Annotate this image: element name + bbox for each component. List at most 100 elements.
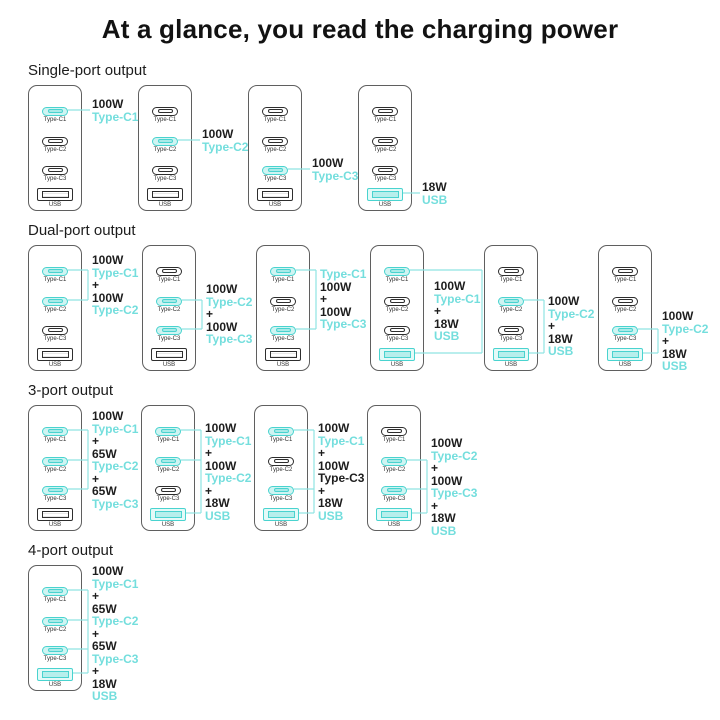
power-label-line: 65W bbox=[92, 446, 117, 461]
type-c3-port: Type-C3 bbox=[359, 165, 411, 182]
port-pin bbox=[386, 488, 402, 492]
type-c3-port: Type-C3 bbox=[255, 485, 307, 502]
power-label-line: + bbox=[92, 434, 100, 448]
port-pin bbox=[160, 488, 176, 492]
type-c2-port: Type-C2 bbox=[359, 136, 411, 153]
port-name: Type-C1 bbox=[382, 437, 406, 443]
power-label-line: + bbox=[431, 461, 439, 475]
port-name: Type-C3 bbox=[156, 496, 180, 502]
type-c2-port: Type-C2 bbox=[371, 296, 423, 313]
type-c3-port: Type-C3 bbox=[142, 485, 194, 502]
usb-a-port: USB bbox=[29, 187, 81, 208]
power-label-line: Type-C1 bbox=[92, 265, 139, 280]
type-c-shape bbox=[262, 165, 288, 175]
port-pin bbox=[41, 510, 69, 518]
usb-a-port: USB bbox=[249, 187, 301, 208]
type-c-shape bbox=[262, 136, 288, 146]
type-c-shape bbox=[268, 456, 294, 466]
port-pin bbox=[377, 139, 393, 143]
port-name: USB bbox=[48, 522, 62, 528]
port-pin bbox=[47, 139, 63, 143]
port-name: Type-C1 bbox=[43, 437, 67, 443]
power-label-line: Type-C2 bbox=[92, 459, 139, 473]
port-pin bbox=[151, 190, 179, 198]
power-label-line: + bbox=[318, 483, 326, 498]
type-c-shape bbox=[155, 456, 181, 466]
usb-a-port: USB bbox=[371, 347, 423, 368]
type-c-shape bbox=[152, 136, 178, 146]
port-name: Type-C3 bbox=[43, 656, 67, 662]
usb-a-port: USB bbox=[142, 507, 194, 528]
power-label-line: 18W bbox=[318, 496, 343, 510]
port-name: Type-C2 bbox=[373, 147, 397, 153]
port-name: Type-C3 bbox=[157, 336, 181, 342]
power-label-line: 18W bbox=[422, 180, 447, 194]
port-name: Type-C1 bbox=[613, 277, 637, 283]
usb-a-shape bbox=[607, 347, 643, 361]
port-pin bbox=[267, 168, 283, 172]
power-label-line: + bbox=[548, 319, 556, 333]
power-label-line: 65W bbox=[92, 639, 117, 653]
type-c-shape bbox=[270, 296, 296, 306]
type-c3-port: Type-C3 bbox=[29, 485, 81, 502]
power-label-line: USB bbox=[662, 359, 688, 373]
port-name: USB bbox=[48, 682, 62, 688]
power-label-line: 100W bbox=[92, 290, 124, 305]
power-label-line: + bbox=[92, 278, 100, 292]
type-c1-port: Type-C1 bbox=[599, 266, 651, 283]
type-c-shape bbox=[372, 106, 398, 116]
type-c-shape bbox=[155, 426, 181, 436]
power-label-line: Type-C3 bbox=[318, 471, 365, 485]
port-name: Type-C3 bbox=[43, 496, 67, 502]
port-name: Type-C2 bbox=[613, 307, 637, 313]
port-pin bbox=[161, 269, 177, 273]
power-label-line: 100W bbox=[92, 409, 124, 423]
port-pin bbox=[47, 619, 63, 623]
type-c-shape bbox=[156, 266, 182, 276]
usb-a-port: USB bbox=[29, 347, 81, 368]
usb-a-port: USB bbox=[139, 187, 191, 208]
port-pin bbox=[617, 269, 633, 273]
port-pin bbox=[389, 299, 405, 303]
power-label-line: + bbox=[92, 626, 100, 641]
power-label-line: + bbox=[320, 292, 328, 306]
power-label-line: 18W bbox=[92, 676, 117, 691]
port-name: Type-C1 bbox=[499, 277, 523, 283]
port-pin bbox=[157, 168, 173, 172]
type-c1-port: Type-C1 bbox=[142, 426, 194, 443]
port-name: Type-C3 bbox=[385, 336, 409, 342]
usb-a-shape bbox=[151, 347, 187, 361]
port-pin bbox=[273, 429, 289, 433]
power-label-line: 100W bbox=[92, 253, 124, 267]
type-c2-port: Type-C2 bbox=[255, 456, 307, 473]
type-c-shape bbox=[42, 296, 68, 306]
port-pin bbox=[47, 328, 63, 332]
power-label-line: 65W bbox=[92, 601, 117, 616]
type-c1-port: Type-C1 bbox=[249, 106, 301, 123]
power-label-line: 100W bbox=[205, 421, 237, 435]
power-label-line: USB bbox=[431, 523, 457, 538]
port-name: USB bbox=[504, 362, 518, 368]
type-c3-port: Type-C3 bbox=[139, 165, 191, 182]
port-pin bbox=[497, 350, 525, 358]
type-c-shape bbox=[270, 325, 296, 335]
